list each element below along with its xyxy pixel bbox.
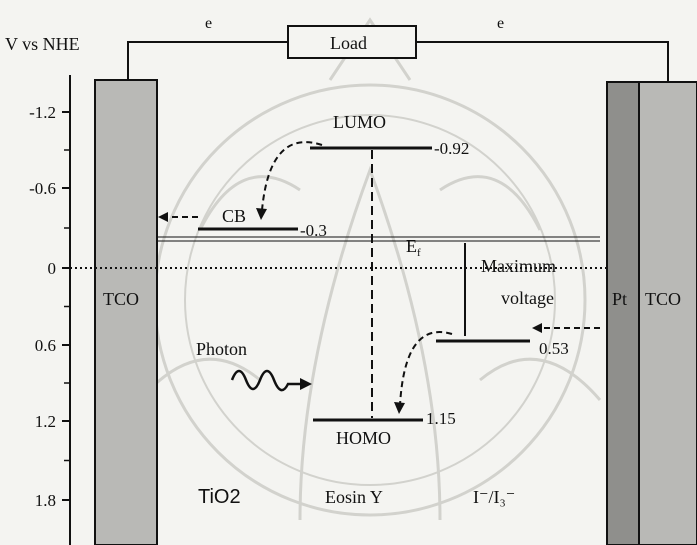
circuit-wire-right: [416, 41, 669, 82]
max-voltage-label-2: voltage: [501, 288, 554, 308]
axis-tick-label: 1.8: [35, 491, 56, 510]
dye-label: Eosin Y: [325, 487, 383, 507]
load-label: Load: [330, 33, 367, 53]
left-electrode: [94, 79, 158, 545]
axis-tick-label: -0.6: [29, 179, 56, 198]
homo-value: 1.15: [426, 409, 456, 428]
photon-label: Photon: [196, 339, 247, 359]
axis-ticks: -1.2 -0.6 0 0.6 1.2 1.8: [29, 103, 70, 510]
photon-wave: [230, 369, 300, 392]
fermi-level-label: Ef: [406, 236, 421, 259]
cb-label: CB: [222, 206, 246, 226]
axis-tick-label: -1.2: [29, 103, 56, 122]
cb-value: -0.3: [300, 221, 327, 240]
electron-label-right: e: [497, 15, 504, 32]
electron-label-left: e: [205, 15, 212, 32]
homo-label: HOMO: [336, 428, 391, 448]
axis-title: V vs NHE: [5, 34, 80, 54]
left-electrode-label: TCO: [103, 289, 139, 309]
watermark-seal: [138, 17, 602, 521]
redox-value: 0.53: [539, 339, 569, 358]
max-voltage-label-1: Maximum: [481, 256, 556, 276]
right-catalyst-layer: [606, 81, 640, 545]
redox-to-homo-arrowhead: [394, 402, 405, 414]
semiconductor-label: TiO2: [198, 486, 241, 508]
lumo-label: LUMO: [333, 112, 386, 132]
photon-arrowhead: [300, 378, 312, 390]
right-catalyst-label: Pt: [612, 289, 627, 309]
cb-injection-arrowhead: [158, 212, 168, 222]
axis-tick-label: 1.2: [35, 412, 56, 431]
redox-to-homo-arrow: [399, 331, 453, 406]
lumo-value: -0.92: [434, 139, 469, 158]
right-electrode: [638, 81, 697, 545]
right-electrode-label: TCO: [645, 289, 681, 309]
circuit-wire-left: [127, 41, 288, 80]
cathode-to-redox-arrowhead: [532, 323, 542, 333]
load-box: [287, 25, 417, 59]
lumo-to-cb-arrow: [261, 141, 323, 211]
axis-tick-label: 0.6: [35, 336, 56, 355]
lumo-to-cb-arrowhead: [256, 208, 267, 220]
axis-tick-label: 0: [48, 259, 57, 278]
electrolyte-label: I⁻/I₃⁻: [473, 487, 515, 507]
